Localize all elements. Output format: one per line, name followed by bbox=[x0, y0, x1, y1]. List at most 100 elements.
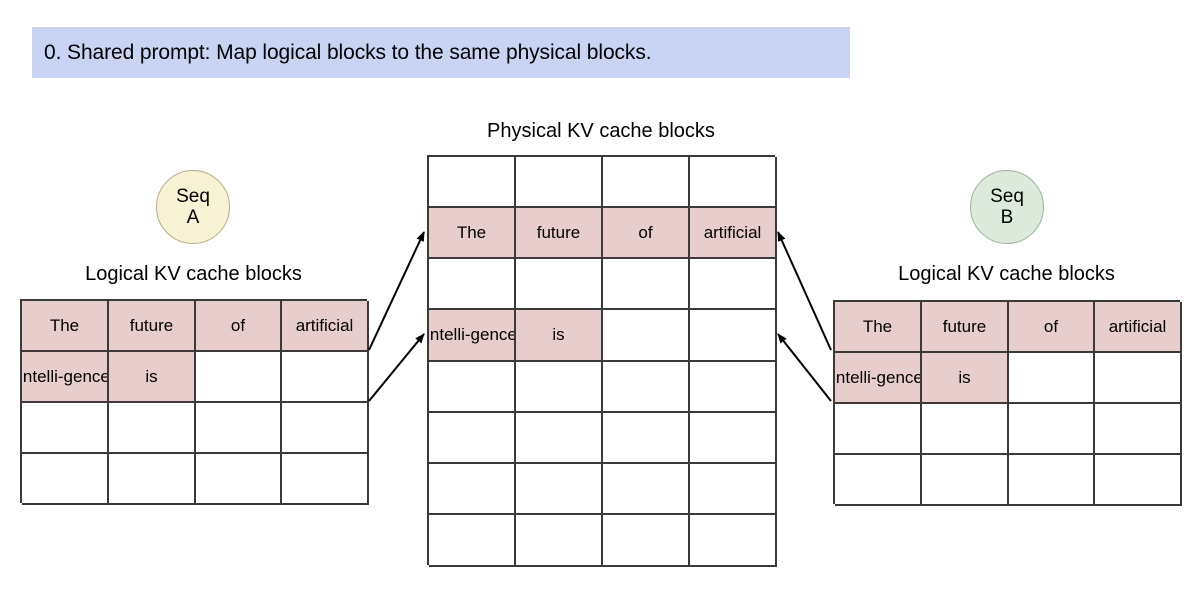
kv-block-cell: artificial bbox=[1095, 302, 1182, 353]
kv-block-token: of bbox=[638, 222, 653, 242]
kv-block-cell bbox=[603, 310, 690, 362]
kv-block-token: future bbox=[536, 222, 581, 242]
kv-block-token: of bbox=[1043, 316, 1059, 336]
kv-block-cell bbox=[516, 413, 603, 464]
kv-block-cell bbox=[690, 157, 777, 208]
shared-prompt-banner-text: 0. Shared prompt: Map logical blocks to … bbox=[44, 40, 652, 64]
kv-block-token: artificial bbox=[703, 222, 762, 242]
kv-block-token: future bbox=[942, 316, 987, 336]
kv-block-token: intelli- bbox=[835, 367, 877, 387]
kv-block-token: artificial bbox=[295, 315, 354, 335]
kv-block-token: The bbox=[862, 316, 893, 336]
kv-block-cell: future bbox=[922, 302, 1009, 353]
kv-block-cell bbox=[516, 515, 603, 567]
kv-block-cell bbox=[516, 259, 603, 310]
kv-block-cell bbox=[109, 454, 196, 505]
kv-block-cell bbox=[1095, 455, 1182, 506]
seq-a-label-line2: A bbox=[186, 207, 200, 228]
kv-block-cell bbox=[690, 413, 777, 464]
kv-block-cell bbox=[196, 454, 282, 505]
kv-block-cell bbox=[603, 413, 690, 464]
arrow-seq-a-row2-to-physical-row4 bbox=[368, 333, 425, 402]
kv-block-token: artificial bbox=[1108, 316, 1167, 336]
kv-block-token: gence bbox=[63, 366, 109, 386]
kv-block-token: intelli- bbox=[22, 366, 64, 386]
kv-block-cell bbox=[690, 464, 777, 515]
kv-block-cell bbox=[1009, 404, 1095, 455]
kv-block-cell: artificial bbox=[690, 208, 777, 259]
kv-block-cell: is bbox=[922, 353, 1009, 404]
kv-block-cell: is bbox=[109, 352, 196, 403]
kv-block-cell bbox=[690, 515, 777, 567]
kv-block-cell bbox=[196, 352, 282, 403]
kv-block-cell: intelli-gence bbox=[835, 353, 922, 404]
kv-block-cell bbox=[429, 413, 516, 464]
physical-kv-grid: The future of artificial intelli-gence is bbox=[427, 155, 777, 567]
arrow-seq-b-row2-to-physical-row4 bbox=[777, 333, 832, 402]
kv-block-cell bbox=[603, 464, 690, 515]
kv-block-cell: The bbox=[22, 301, 109, 352]
kv-block-cell bbox=[1095, 404, 1182, 455]
kv-block-cell bbox=[282, 454, 369, 505]
kv-block-cell bbox=[922, 455, 1009, 506]
kv-block-cell bbox=[835, 455, 922, 506]
kv-block-cell: is bbox=[516, 310, 603, 362]
kv-block-cell bbox=[922, 404, 1009, 455]
kv-block-cell bbox=[516, 464, 603, 515]
kv-block-cell: The bbox=[429, 208, 516, 259]
kv-block-cell bbox=[429, 157, 516, 208]
kv-block-cell bbox=[196, 403, 282, 454]
kv-block-cell bbox=[603, 515, 690, 567]
kv-block-token: The bbox=[456, 222, 487, 242]
kv-block-cell bbox=[603, 259, 690, 310]
kv-block-cell bbox=[690, 259, 777, 310]
kv-block-cell bbox=[1009, 455, 1095, 506]
kv-block-cell: artificial bbox=[282, 301, 369, 352]
seq-a-badge: Seq A bbox=[156, 170, 230, 244]
kv-block-cell: intelli-gence bbox=[429, 310, 516, 362]
seq-b-grid-caption: Logical KV cache blocks bbox=[898, 263, 1115, 285]
kv-block-token: is bbox=[552, 325, 565, 345]
kv-block-cell: of bbox=[1009, 302, 1095, 353]
kv-block-cell bbox=[835, 404, 922, 455]
kv-block-cell bbox=[282, 403, 369, 454]
seq-a-grid-caption: Logical KV cache blocks bbox=[85, 263, 302, 285]
kv-block-cell: of bbox=[603, 208, 690, 259]
seq-b-badge: Seq B bbox=[970, 170, 1044, 244]
kv-block-cell: The bbox=[835, 302, 922, 353]
arrow-seq-a-row1-to-physical-row2 bbox=[368, 231, 425, 351]
kv-block-token: gence bbox=[876, 367, 922, 387]
seq-a-logical-kv-grid: The future of artificial intelli-gence is bbox=[20, 299, 369, 505]
kv-block-token: gence bbox=[470, 325, 516, 345]
kv-block-cell bbox=[22, 403, 109, 454]
seq-a-label-line1: Seq bbox=[176, 185, 210, 207]
shared-prompt-banner: 0. Shared prompt: Map logical blocks to … bbox=[32, 27, 850, 78]
kv-block-cell: intelli-gence bbox=[22, 352, 109, 403]
seq-b-label-line1: Seq bbox=[990, 185, 1024, 207]
kv-block-cell bbox=[603, 157, 690, 208]
arrow-seq-b-row1-to-physical-row2 bbox=[777, 231, 832, 351]
kv-block-cell bbox=[1009, 353, 1095, 404]
kv-block-token: is bbox=[145, 366, 158, 386]
kv-block-cell bbox=[282, 352, 369, 403]
kv-block-cell bbox=[516, 157, 603, 208]
kv-block-token: future bbox=[129, 315, 174, 335]
kv-block-token: The bbox=[49, 315, 80, 335]
kv-block-cell bbox=[516, 362, 603, 413]
kv-block-cell: of bbox=[196, 301, 282, 352]
kv-block-cell bbox=[429, 259, 516, 310]
kv-block-token: of bbox=[230, 315, 246, 335]
kv-block-cell bbox=[690, 310, 777, 362]
kv-block-cell bbox=[603, 362, 690, 413]
kv-block-cell bbox=[429, 362, 516, 413]
kv-block-cell: future bbox=[109, 301, 196, 352]
kv-block-token: intelli- bbox=[429, 325, 471, 345]
kv-block-cell bbox=[22, 454, 109, 505]
kv-block-cell bbox=[429, 515, 516, 567]
seq-b-logical-kv-grid: The future of artificial intelli-gence is bbox=[833, 300, 1182, 506]
kv-block-cell bbox=[429, 464, 516, 515]
kv-block-cell bbox=[1095, 353, 1182, 404]
physical-grid-caption: Physical KV cache blocks bbox=[487, 120, 715, 142]
kv-block-cell: future bbox=[516, 208, 603, 259]
kv-block-token: is bbox=[958, 367, 971, 387]
